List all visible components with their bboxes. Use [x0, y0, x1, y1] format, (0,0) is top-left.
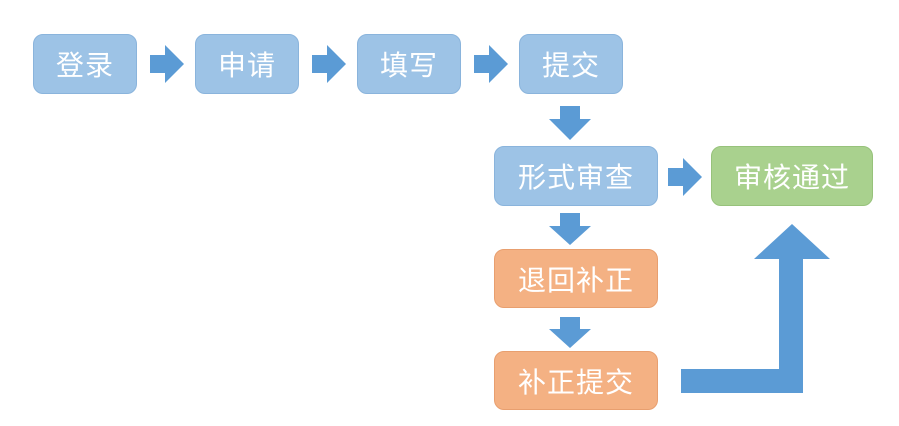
step-formal-review-label: 形式审查 — [517, 161, 634, 194]
step-apply: 申请 — [195, 34, 299, 94]
arrow-login-to-apply — [150, 45, 184, 83]
step-fill: 填写 — [357, 34, 461, 94]
step-apply-label: 申请 — [217, 49, 276, 82]
step-fill-label: 填写 — [379, 49, 438, 82]
arrow-fill-to-submit — [474, 45, 508, 83]
arrow-review-to-return — [549, 213, 591, 245]
step-approved: 审核通过 — [711, 146, 873, 206]
step-login-label: 登录 — [55, 49, 114, 82]
step-login: 登录 — [33, 34, 137, 94]
step-correction-submit: 补正提交 — [494, 351, 658, 410]
arrow-submit-to-review — [549, 106, 591, 140]
arrow-review-to-approved — [668, 158, 702, 196]
step-return-for-correction: 退回补正 — [494, 249, 658, 308]
step-approved-label: 审核通过 — [733, 161, 850, 194]
arrow-apply-to-fill — [312, 45, 346, 83]
step-formal-review: 形式审查 — [494, 146, 658, 206]
step-correction-submit-label: 补正提交 — [517, 365, 634, 399]
step-return-for-correction-label: 退回补正 — [517, 263, 634, 297]
arrow-correction-to-approved — [681, 224, 830, 393]
step-submit: 提交 — [519, 34, 623, 94]
arrow-return-to-correction — [549, 317, 591, 348]
step-submit-label: 提交 — [541, 49, 600, 82]
